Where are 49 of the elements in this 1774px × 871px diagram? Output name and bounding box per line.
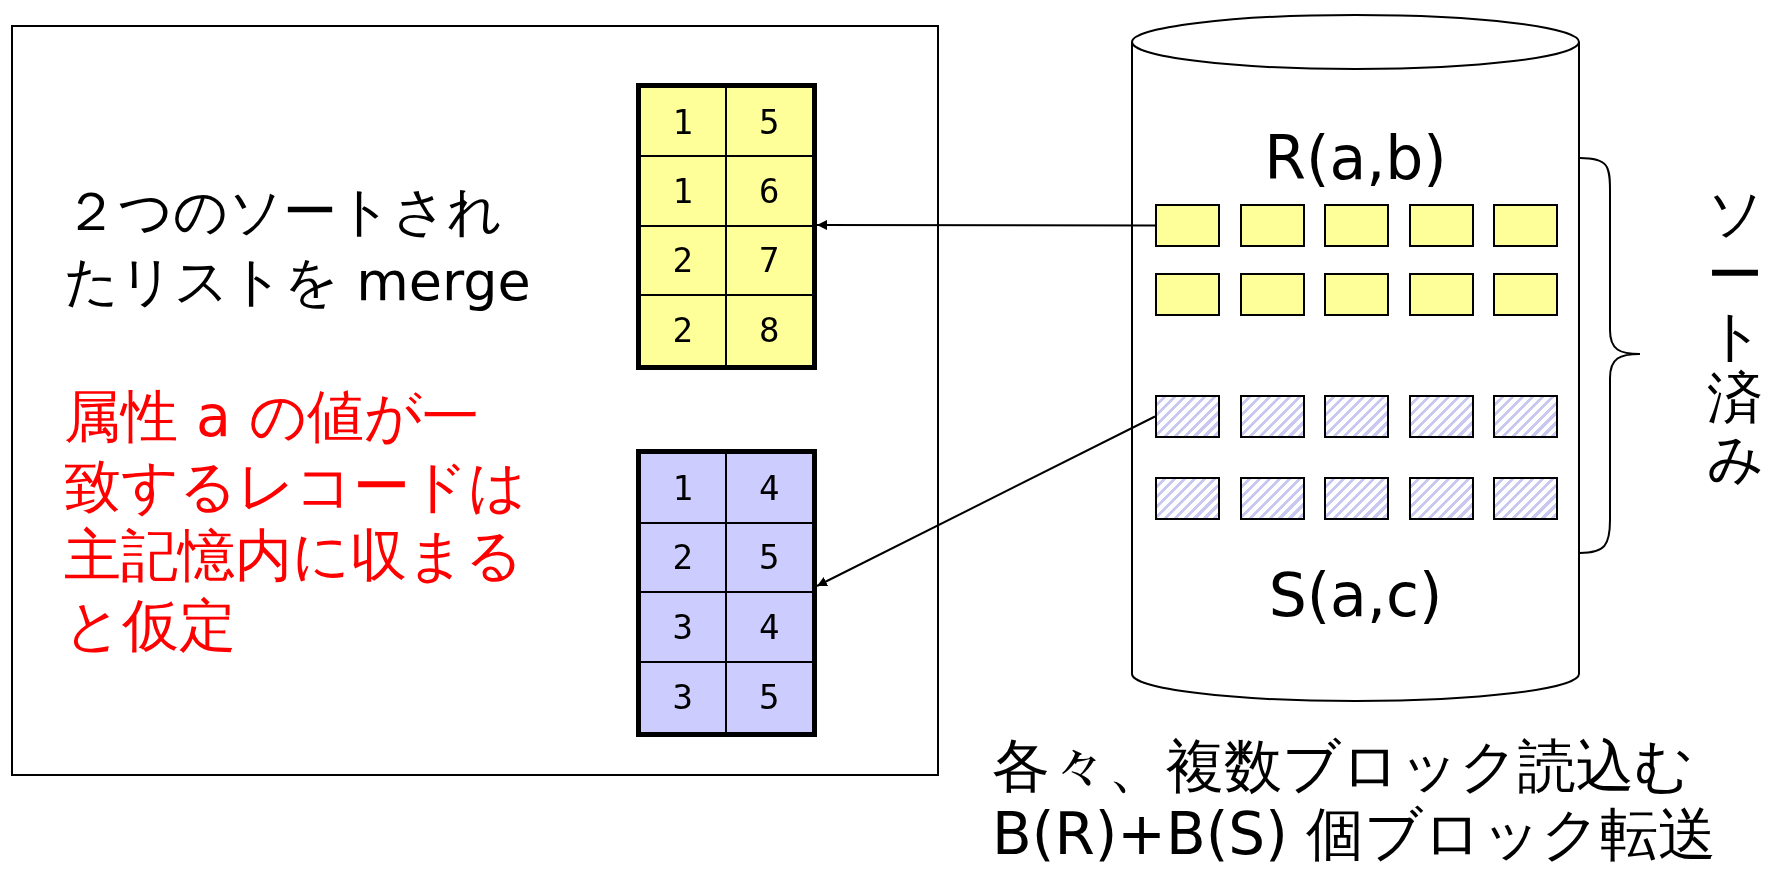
table-cell: 1 [641, 157, 727, 227]
note-text: 属性 a の値が一致するレコードは主記憶内に収まると仮定 [64, 382, 526, 660]
hatched-block [1493, 395, 1558, 438]
arrow [816, 220, 1156, 230]
data-table [636, 83, 817, 370]
data-block [1324, 204, 1389, 247]
data-table [636, 449, 817, 737]
hatched-block [1493, 477, 1558, 520]
table-cell: 7 [726, 226, 812, 296]
hatched-block [1324, 395, 1389, 438]
table-cell: 2 [641, 295, 727, 365]
data-block [1239, 204, 1305, 247]
hatched-block [1155, 477, 1220, 520]
table-cell: 1 [641, 88, 727, 158]
arrow [816, 415, 1156, 587]
hatched-block [1324, 477, 1389, 520]
relation-name: S(a,c) [1267, 559, 1444, 631]
hatched-block [1239, 395, 1305, 438]
hatched-block [1155, 395, 1220, 438]
note-text: B(R)+B(S) 個ブロック転送 [992, 799, 1717, 870]
data-block [1239, 273, 1305, 316]
relation-name: R(a,b) [1263, 122, 1448, 194]
data-block [1493, 273, 1558, 316]
table-cell: 6 [726, 157, 812, 227]
data-block [1493, 204, 1558, 247]
table-cell-text: 8 [758, 309, 781, 353]
data-block [1155, 273, 1220, 316]
note-text: 各々、複数ブロック読込む [992, 731, 1693, 802]
table-cell: 3 [641, 593, 727, 663]
table-cell: 5 [726, 88, 812, 158]
description-text: ２つのソートされたリストを merge [64, 179, 532, 316]
table-cell-text: 5 [758, 676, 781, 720]
table-cell: 5 [726, 523, 812, 593]
table-cell: 4 [726, 593, 812, 663]
data-block [1408, 273, 1474, 316]
hatched-block [1239, 477, 1305, 520]
cylinder [1131, 14, 1580, 702]
table-cell: 3 [641, 662, 727, 732]
hatched-block [1408, 477, 1474, 520]
table-cell: 1 [641, 454, 727, 524]
data-block [1324, 273, 1389, 316]
table-cell: 4 [726, 454, 812, 524]
table-cell: 2 [641, 226, 727, 296]
data-block [1155, 204, 1220, 247]
hatched-block [1408, 395, 1474, 438]
data-block [1408, 204, 1474, 247]
table-cell: 2 [641, 523, 727, 593]
memory-frame [11, 25, 939, 776]
bracket-label: ソート済み [1707, 182, 1763, 490]
